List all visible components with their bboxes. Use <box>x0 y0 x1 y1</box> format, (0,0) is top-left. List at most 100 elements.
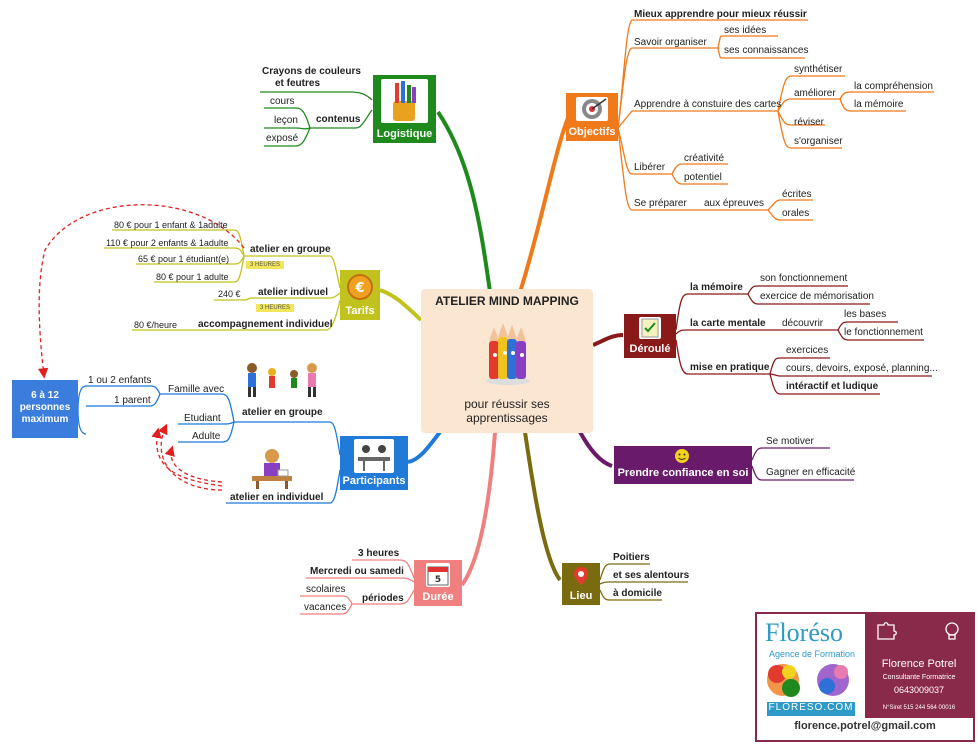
obj-ameliorer[interactable]: améliorer <box>794 88 836 99</box>
log-crayons[interactable]: Crayons de couleurs <box>262 66 361 77</box>
card-brand: Floréso <box>765 618 843 647</box>
obj-potentiel[interactable]: potentiel <box>684 172 722 183</box>
smiley-icon <box>670 448 694 464</box>
tarif-p4[interactable]: 80 € pour 1 adulte <box>156 272 229 282</box>
der-fonctionnement2[interactable]: le fonctionnement <box>844 327 923 338</box>
duree-jours[interactable]: Mercredi ou samedi <box>310 566 404 577</box>
branch-objectifs <box>518 117 570 293</box>
obj-creativite[interactable]: créativité <box>684 153 725 164</box>
conf-motiver[interactable]: Se motiver <box>766 436 814 447</box>
node-participants[interactable]: Participants <box>340 436 408 490</box>
obj-sorganiser[interactable]: s'organiser <box>794 136 843 147</box>
calendar-icon: 5 <box>426 563 450 587</box>
obj-epreuves[interactable]: aux épreuves <box>704 198 765 209</box>
group-size-line3: maximum <box>21 414 69 425</box>
part-groupe[interactable]: atelier en groupe <box>242 407 323 418</box>
crayons-icon <box>486 323 530 385</box>
lieu-domicile[interactable]: à domicile <box>613 588 662 599</box>
logistique-links <box>260 91 373 147</box>
node-objectifs-label: Objectifs <box>568 126 616 138</box>
duree-scolaires[interactable]: scolaires <box>306 584 346 595</box>
part-famille[interactable]: Famille avec <box>168 384 225 395</box>
part-individuel[interactable]: atelier en individuel <box>230 492 324 503</box>
lieu-alentours[interactable]: et ses alentours <box>613 570 690 581</box>
obj-synthetiser[interactable]: synthétiser <box>794 64 843 75</box>
node-lieu-label: Lieu <box>569 590 593 602</box>
obj-memoire[interactable]: la mémoire <box>854 99 904 110</box>
part-enfants[interactable]: 1 ou 2 enfants <box>88 375 152 386</box>
branch-confiance <box>578 431 613 468</box>
log-contenus[interactable]: contenus <box>316 114 361 125</box>
tarif-groupe[interactable]: atelier en groupe <box>250 244 331 255</box>
objectifs-links <box>617 19 934 221</box>
log-expose[interactable]: exposé <box>266 133 299 144</box>
log-cours[interactable]: cours <box>270 96 295 107</box>
der-pratique[interactable]: mise en pratique <box>690 362 770 373</box>
center-topic[interactable]: ATELIER MIND MAPPING pour réussir ses ap… <box>421 289 593 433</box>
tarif-p1[interactable]: 80 € pour 1 enfant & 1adulte <box>114 220 228 230</box>
node-tarifs[interactable]: € Tarifs <box>340 270 380 320</box>
obj-orales[interactable]: orales <box>782 208 810 219</box>
node-lieu[interactable]: Lieu <box>562 563 600 605</box>
obj-preparer[interactable]: Se préparer <box>634 198 687 209</box>
log-lecon[interactable]: leçon <box>274 115 298 126</box>
obj-mieux[interactable]: Mieux apprendre pour mieux réussir <box>634 9 807 20</box>
node-objectifs[interactable]: Objectifs <box>566 93 618 141</box>
branch-participants <box>407 430 442 464</box>
duree-periodes[interactable]: périodes <box>362 593 404 604</box>
tarif-indiv[interactable]: atelier indivuel <box>258 287 329 298</box>
obj-reviser[interactable]: réviser <box>794 117 825 128</box>
participants-links <box>77 385 341 504</box>
der-memoire[interactable]: la mémoire <box>690 282 743 293</box>
node-confiance[interactable]: Prendre confiance en soi <box>614 446 752 484</box>
family-icon <box>247 363 317 397</box>
node-logistique[interactable]: Logistique <box>373 75 436 143</box>
pencil-cup-icon <box>381 79 428 123</box>
der-cours[interactable]: cours, devoirs, exposé, planning... <box>786 363 938 374</box>
lieu-poitiers[interactable]: Poitiers <box>613 552 650 563</box>
tarif-p5[interactable]: 240 € <box>218 289 241 299</box>
obj-savoir[interactable]: Savoir organiser <box>634 37 707 48</box>
center-title: ATELIER MIND MAPPING <box>435 294 579 308</box>
node-logistique-label: Logistique <box>376 128 433 140</box>
conf-efficacite[interactable]: Gagner en efficacité <box>766 467 856 478</box>
der-exercices[interactable]: exercices <box>786 345 829 356</box>
part-adulte[interactable]: Adulte <box>192 431 221 442</box>
svg-text:€: € <box>354 281 364 296</box>
lieu-links <box>599 563 688 601</box>
der-decouvrir[interactable]: découvrir <box>782 318 824 329</box>
branch-tarifs <box>379 288 423 322</box>
der-interactif[interactable]: intéractif et ludique <box>786 381 879 392</box>
tarif-tag-2: 3 HEURES <box>256 304 295 312</box>
tarif-p3[interactable]: 65 € pour 1 étudiant(e) <box>138 254 230 264</box>
log-feutres[interactable]: et feutres <box>275 78 321 89</box>
part-etudiant[interactable]: Etudiant <box>184 413 221 424</box>
der-exercice[interactable]: exercice de mémorisation <box>760 291 874 302</box>
card-email[interactable]: florence.potrel@gmail.com <box>794 720 936 732</box>
card-siret: N°Siret 515 244 564 00016 <box>882 705 956 711</box>
duree-vacances[interactable]: vacances <box>304 602 347 613</box>
der-fonctionnement1[interactable]: son fonctionnement <box>760 273 848 284</box>
confiance-links <box>751 447 854 481</box>
obj-idees[interactable]: ses idées <box>724 25 767 36</box>
tarif-accomp[interactable]: accompagnement individuel <box>198 319 333 330</box>
node-tarifs-label: Tarifs <box>345 305 375 317</box>
obj-apprendre[interactable]: Apprendre à constuire des cartes <box>634 99 782 110</box>
node-deroule[interactable]: Déroulé <box>624 314 676 358</box>
obj-connaissances[interactable]: ses connaissances <box>724 45 809 56</box>
map-pin-icon <box>572 566 590 586</box>
tarifs-links <box>104 229 341 331</box>
obj-liberer[interactable]: Libérer <box>634 162 666 173</box>
tarif-p2[interactable]: 110 € pour 2 enfants & 1adulte <box>106 238 229 248</box>
classroom-icon <box>354 439 394 473</box>
tarif-p6[interactable]: 80 €/heure <box>134 320 178 330</box>
card-name: Florence Potrel <box>881 658 957 670</box>
obj-ecrites[interactable]: écrites <box>782 189 812 200</box>
der-carte[interactable]: la carte mentale <box>690 318 766 329</box>
part-parent[interactable]: 1 parent <box>114 395 151 406</box>
node-duree[interactable]: 5 Durée <box>414 560 462 606</box>
duree-heures[interactable]: 3 heures <box>358 548 400 559</box>
der-bases[interactable]: les bases <box>844 309 887 320</box>
obj-comprehension[interactable]: la compréhension <box>854 81 933 92</box>
